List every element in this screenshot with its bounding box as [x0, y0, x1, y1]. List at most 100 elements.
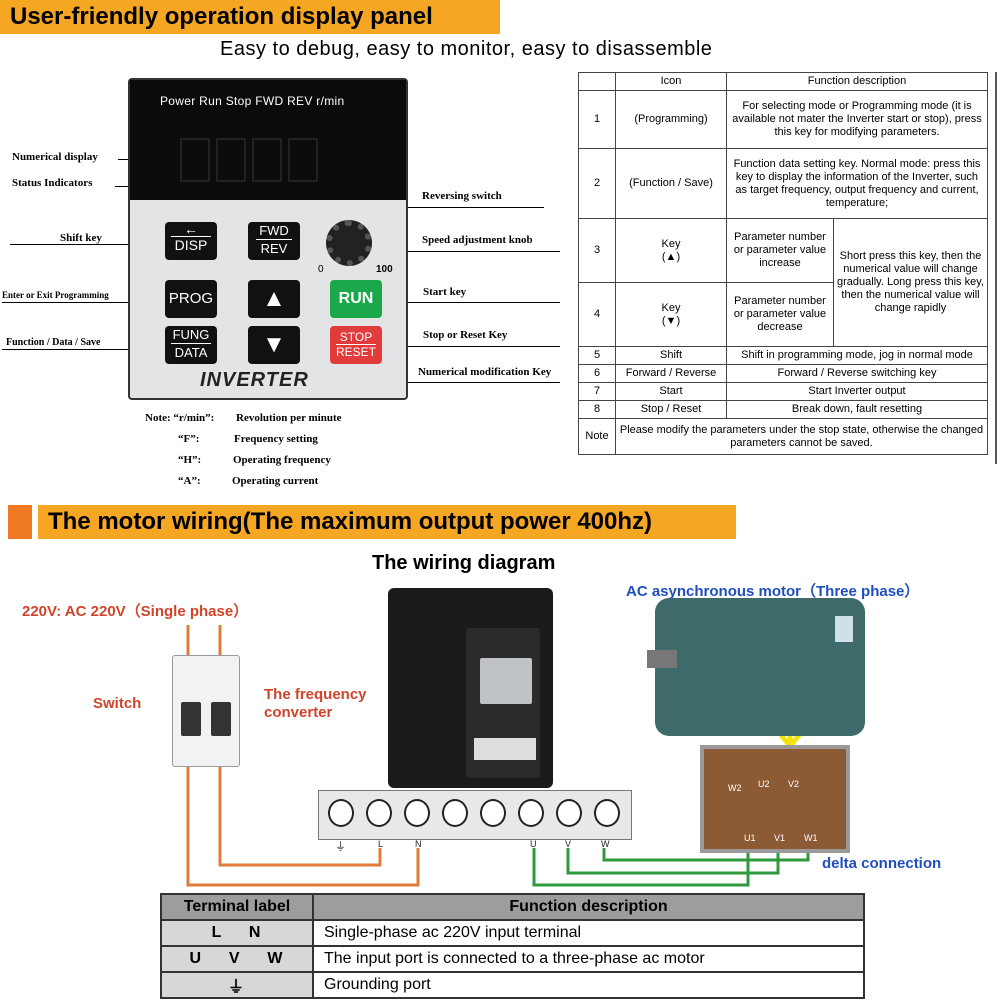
table-row: L N Single-phase ac 220V input terminal: [160, 919, 865, 947]
note-f-value: Frequency setting: [234, 433, 318, 445]
terminal-desc-cell: Single-phase ac 220V input terminal: [312, 919, 865, 947]
callout-start-key: Start key: [423, 286, 467, 298]
prog-button[interactable]: PROG: [165, 280, 217, 318]
status-indicator-row: Power Run Stop FWD REV r/min: [160, 94, 345, 108]
row-number: Note: [578, 418, 616, 455]
terminal-screw: [556, 799, 582, 827]
circuit-breaker-switch[interactable]: [172, 655, 240, 767]
wiring-title: The wiring diagram: [372, 552, 556, 574]
display-area: Power Run Stop FWD REV r/min: [130, 80, 406, 200]
terminal-screw: [366, 799, 392, 827]
callout-function-data-save: Function / Data / Save: [6, 337, 101, 348]
disp-shift-button[interactable]: ← DISP: [165, 222, 217, 260]
section-banner-wiring: The motor wiring(The maximum output powe…: [38, 505, 736, 539]
table-row: 8 Stop / Reset Break down, fault resetti…: [578, 400, 988, 419]
fwd-label: FWD: [256, 222, 292, 240]
motor-label: AC asynchronous motor（Three phase）: [626, 583, 920, 600]
note-h-value: Operating frequency: [233, 454, 331, 466]
table-row: 1 (Programming) For selecting mode or Pr…: [578, 90, 988, 149]
breaker-toggle[interactable]: [211, 702, 231, 736]
motor-wire-u: [532, 848, 750, 887]
row-icon-key: Key: [661, 237, 681, 250]
callout-line: [285, 382, 560, 383]
motor-terminal-box: W2 U2 V2 U1 V1 W1: [700, 745, 850, 853]
terminal-label-cell: L N: [160, 919, 314, 947]
fung-data-button[interactable]: FUNG DATA: [165, 326, 217, 364]
callout-line: [10, 244, 165, 245]
triangle-down-icon: ▼: [262, 331, 286, 358]
row-icon-key: Key: [661, 301, 681, 314]
inverter-panel: Power Run Stop FWD REV r/min ← DISP FWD …: [128, 78, 408, 400]
note-h-key: “H”:: [178, 454, 202, 466]
callout-reversing-switch: Reversing switch: [422, 190, 502, 202]
run-button[interactable]: RUN: [330, 280, 382, 318]
reset-label: RESET: [335, 345, 376, 359]
row-number: 4: [578, 282, 616, 347]
triangle-up-icon: (▲): [661, 250, 681, 263]
fung-label: FUNG: [171, 327, 211, 344]
box-label-w1: W1: [804, 833, 818, 843]
terminal-screw: [480, 799, 506, 827]
callout-line: [2, 302, 165, 303]
page-subtitle: Easy to debug, easy to monitor, easy to …: [220, 38, 713, 60]
callout-line: [380, 302, 560, 303]
row-icon: Key (▼): [615, 282, 727, 347]
terminal-label-n: N: [415, 839, 422, 849]
terminal-label-cell: U V W: [160, 945, 314, 973]
terminal-table: Terminal label Function description L N …: [160, 893, 865, 999]
fwd-rev-button[interactable]: FWD REV: [248, 222, 300, 260]
callout-line: [2, 349, 165, 350]
terminal-label-ground: ⏚: [335, 841, 346, 853]
frequency-converter: [388, 588, 553, 788]
down-button[interactable]: ▼: [248, 326, 300, 364]
terminal-desc-cell: Grounding port: [312, 971, 865, 999]
terminal-label-u: U: [530, 839, 537, 849]
row-desc: Please modify the parameters under the s…: [615, 418, 988, 455]
output-wire-n: [218, 765, 382, 867]
box-label-v1: V1: [774, 833, 786, 843]
data-label: DATA: [174, 345, 208, 360]
callout-numerical-display: Numerical display: [12, 151, 98, 163]
row-number: 3: [578, 218, 616, 283]
row-icon: Key (▲): [615, 218, 727, 283]
banner-title: The motor wiring(The maximum output powe…: [48, 508, 653, 535]
speed-adjustment-knob[interactable]: [326, 220, 372, 266]
callout-status-indicators: Status Indicators: [12, 177, 93, 189]
table-row: U V W The input port is connected to a t…: [160, 945, 865, 973]
seven-segment-digit: [252, 138, 282, 182]
table-row: 6 Forward / Reverse Forward / Reverse sw…: [578, 364, 988, 383]
up-button[interactable]: ▲: [248, 280, 300, 318]
row-desc: Forward / Reverse switching key: [726, 364, 988, 383]
terminal-strip: [318, 790, 632, 840]
table-row: 3 Key (▲) Parameter number or parameter …: [578, 218, 988, 347]
callout-line: [350, 251, 560, 252]
motor-wire-w: [602, 848, 810, 862]
output-wire-l: [186, 765, 420, 887]
terminal-screw: [442, 799, 468, 827]
supply-label: 220V: AC 220V（Single phase）: [22, 603, 249, 620]
stop-label: STOP: [336, 330, 376, 345]
rev-label: REV: [260, 241, 288, 256]
row-sub-desc: Parameter number or parameter value decr…: [726, 282, 834, 347]
divider: [995, 72, 997, 464]
disp-label: DISP: [171, 236, 211, 253]
converter-keypad: [480, 658, 532, 704]
row-sub-desc: Parameter number or parameter value incr…: [726, 218, 834, 283]
seven-segment-digit: [288, 138, 318, 182]
triangle-down-icon: (▼): [661, 314, 681, 327]
terminal-desc-cell: The input port is connected to a three-p…: [312, 945, 865, 973]
row-desc: For selecting mode or Programming mode (…: [726, 90, 988, 149]
note-f-key: “F”:: [178, 433, 200, 445]
terminal-label-w: W: [601, 839, 610, 849]
callout-num-mod-key: Numerical modification Key: [418, 366, 552, 378]
function-table: Icon Function description 1 (Programming…: [578, 72, 988, 455]
terminal-screw: [328, 799, 354, 827]
callout-speed-knob: Speed adjustment knob: [422, 234, 533, 246]
breaker-toggle[interactable]: [181, 702, 201, 736]
stop-reset-button[interactable]: STOP RESET: [330, 326, 382, 364]
table-row: 4 Key (▼) Parameter number or parameter …: [578, 282, 988, 347]
box-label-v2: V2: [788, 779, 800, 789]
terminal-screw: [518, 799, 544, 827]
terminal-label-l: L: [378, 839, 384, 849]
